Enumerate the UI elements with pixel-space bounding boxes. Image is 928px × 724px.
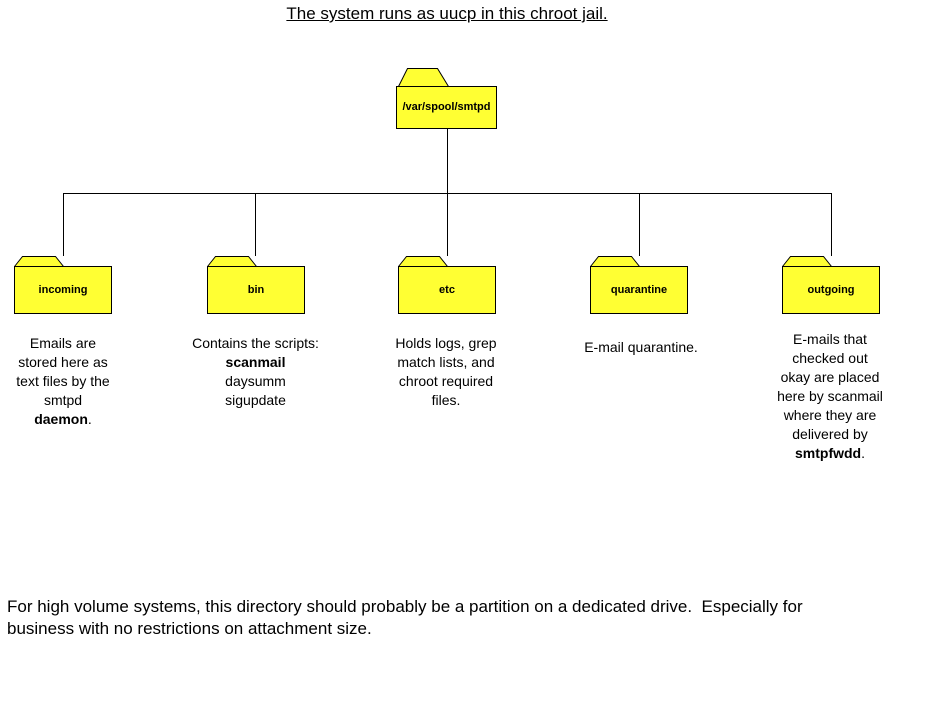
desc-incoming-text: Emails are stored here as text files by …: [16, 335, 110, 408]
desc-bin-bold: scanmail: [225, 354, 286, 370]
folder-outgoing: outgoing: [782, 256, 880, 314]
desc-incoming-bold: daemon: [34, 411, 88, 427]
diagram-title: The system runs as uucp in this chroot j…: [286, 4, 608, 23]
folder-icon: [396, 68, 497, 129]
folder-quarantine: quarantine: [590, 256, 688, 314]
folder-root-label: /var/spool/smtpd: [402, 101, 491, 113]
folder-icon: [782, 256, 880, 314]
folder-etc-label: etc: [439, 284, 455, 296]
desc-etc-text: Holds logs, grep match lists, and chroot…: [395, 335, 497, 408]
desc-outgoing: E-mails that checked out okay are placed…: [752, 330, 908, 463]
desc-bin-tail: daysumm sigupdate: [225, 373, 286, 408]
desc-quarantine-text: E-mail quarantine.: [584, 339, 698, 355]
desc-outgoing-text: E-mails that checked out okay are placed…: [777, 331, 883, 442]
desc-quarantine: E-mail quarantine.: [551, 338, 731, 357]
folder-incoming: incoming: [14, 256, 112, 314]
desc-incoming: Emails are stored here as text files by …: [0, 334, 136, 429]
desc-bin-text: Contains the scripts:: [192, 335, 319, 351]
folder-bin-label: bin: [247, 284, 265, 296]
desc-bin: Contains the scripts: scanmail daysumm s…: [178, 334, 333, 410]
folder-bin: bin: [207, 256, 305, 314]
folder-outgoing-label: outgoing: [807, 284, 855, 296]
desc-etc: Holds logs, grep match lists, and chroot…: [371, 334, 521, 410]
folder-icon: [590, 256, 688, 314]
folder-incoming-label: incoming: [38, 284, 88, 296]
folder-etc: etc: [398, 256, 496, 314]
folder-root: /var/spool/smtpd: [396, 68, 497, 129]
footer-note: For high volume systems, this directory …: [7, 597, 803, 638]
folder-icon: [398, 256, 496, 314]
desc-incoming-tail: .: [87, 411, 92, 427]
folder-quarantine-label: quarantine: [610, 284, 668, 296]
desc-outgoing-bold: smtpfwdd: [795, 445, 862, 461]
folder-icon: [14, 256, 112, 314]
folder-icon: [207, 256, 305, 314]
desc-outgoing-tail: .: [861, 445, 865, 461]
